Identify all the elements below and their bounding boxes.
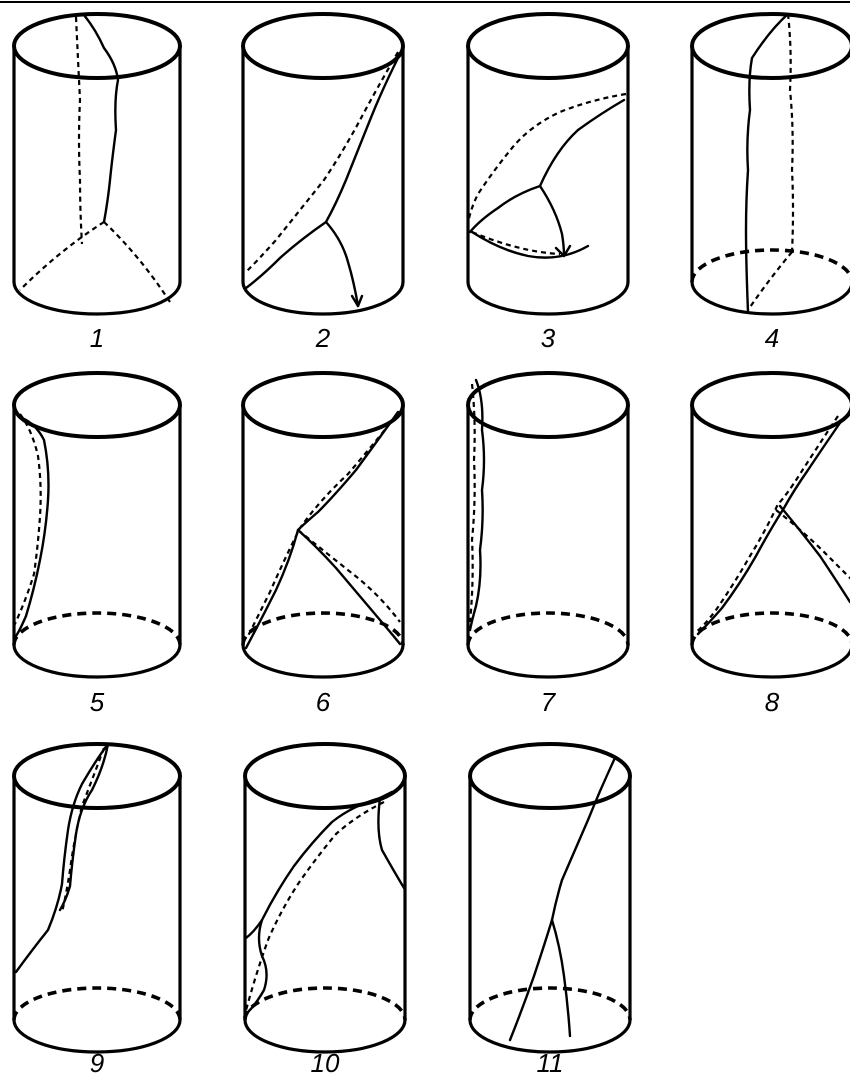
specimen-label: 9 [90, 1048, 104, 1078]
specimen-5: 5 [14, 373, 180, 717]
cylinder-outline [14, 373, 180, 677]
crack-lines [246, 52, 398, 306]
cylinder-outline [468, 373, 628, 677]
specimen-label: 10 [311, 1048, 340, 1078]
specimen-2: 2 [243, 14, 403, 353]
specimen-10: 10 [244, 744, 405, 1078]
specimen-9: 9 [14, 744, 180, 1078]
crack-lines [16, 744, 108, 972]
specimen-label: 6 [316, 687, 331, 717]
cylinder-outline [692, 14, 850, 314]
specimen-6: 6 [243, 373, 403, 717]
cylinder-outline [470, 744, 630, 1052]
crack-lines [244, 792, 404, 1018]
specimen-label: 8 [765, 687, 780, 717]
crack-lines [468, 94, 626, 258]
crack-lines [746, 14, 793, 312]
specimen-11: 11 [470, 744, 630, 1078]
crack-lines [14, 414, 49, 636]
specimen-label: 4 [765, 323, 779, 353]
specimen-label: 7 [541, 687, 557, 717]
cylinder-outline [692, 373, 850, 677]
specimen-label: 2 [315, 323, 331, 353]
specimen-label: 11 [537, 1048, 564, 1078]
cylinder-outline [14, 14, 180, 314]
cylinder-outline [14, 744, 180, 1052]
cylinder-outline [468, 14, 628, 314]
cylinder-outline [245, 744, 405, 1052]
specimen-4: 4 [692, 14, 850, 353]
specimen-1: 1 [14, 14, 180, 353]
specimen-8: 8 [692, 373, 850, 717]
crack-lines [696, 416, 850, 634]
specimen-7: 7 [468, 373, 628, 717]
specimen-3: 3 [468, 14, 628, 353]
specimen-label: 1 [90, 323, 104, 353]
crack-lines [20, 15, 170, 302]
specimen-label: 3 [541, 323, 556, 353]
cylinder-outline [243, 373, 403, 677]
specimen-label: 5 [90, 687, 105, 717]
